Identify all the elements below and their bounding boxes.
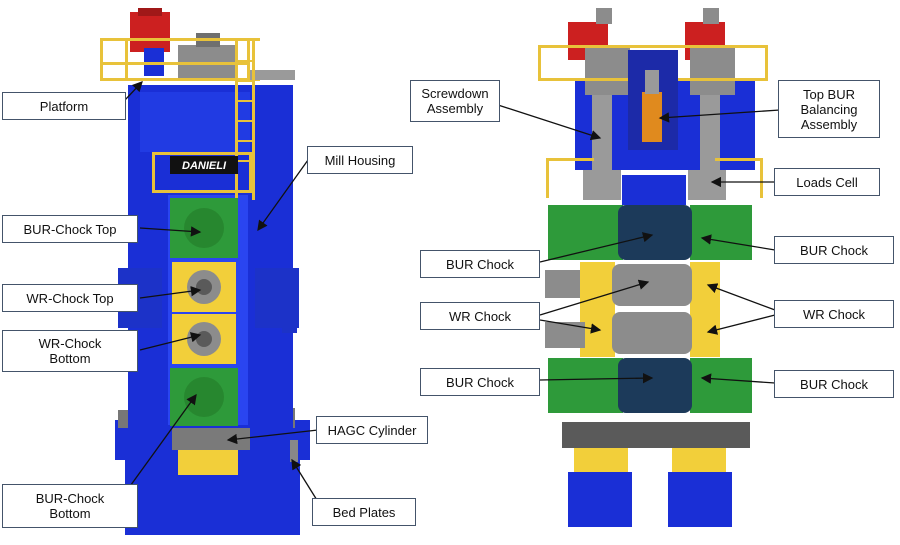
- right-bur-chock-bottom-left: [548, 358, 623, 413]
- top-work-roll: [612, 264, 692, 306]
- top-backup-roll: [618, 205, 692, 260]
- right-wr-chock-right: [690, 262, 720, 357]
- hagc-cylinder-gray: [172, 428, 250, 450]
- label-screwdown-assembly: Screwdown Assembly: [410, 80, 500, 122]
- label-bur-chock-right-bottom: BUR Chock: [774, 370, 894, 398]
- right-mill-front-view: [538, 8, 768, 527]
- top-platform-rail: [100, 38, 250, 41]
- label-platform: Platform: [2, 92, 126, 120]
- danieli-plate-text: DANIELI: [182, 160, 227, 172]
- label-bur-chock-left-top: BUR Chock: [420, 250, 540, 278]
- left-motor-red: [130, 12, 170, 52]
- balancing-cylinder-orange: [642, 92, 662, 142]
- label-bed-plates: Bed Plates: [312, 498, 416, 526]
- load-cell-left: [583, 170, 621, 200]
- label-wr-chock-right: WR Chock: [774, 300, 894, 328]
- label-mill-housing: Mill Housing: [307, 146, 413, 174]
- mid-platform-rail: [152, 152, 252, 155]
- right-wr-chock-left: [580, 262, 615, 357]
- label-wr-chock-bottom: WR-Chock Bottom: [2, 330, 138, 372]
- screwdown-left: [592, 95, 612, 170]
- load-cell-right: [688, 170, 726, 200]
- bottom-work-roll: [612, 312, 692, 354]
- label-bur-chock-top: BUR-Chock Top: [2, 215, 138, 243]
- danieli-plate: [170, 156, 238, 174]
- right-base-beam: [562, 422, 750, 448]
- leader-lines: [119, 81, 781, 506]
- label-bur-chock-bottom: BUR-Chock Bottom: [2, 484, 138, 528]
- label-hagc-cylinder: HAGC Cylinder: [316, 416, 428, 444]
- label-loads-cell: Loads Cell: [774, 168, 880, 196]
- label-bur-chock-right-top: BUR Chock: [774, 236, 894, 264]
- bottom-backup-roll: [618, 358, 692, 413]
- left-mill-side-view: DANIELI: [100, 8, 310, 535]
- right-bur-chock-top-left: [548, 205, 623, 260]
- right-bur-chock-top-right: [690, 205, 752, 260]
- label-bur-chock-left-bottom: BUR Chock: [420, 368, 540, 396]
- right-bur-chock-bottom-right: [690, 358, 752, 413]
- label-top-bur-balancing: Top BUR Balancing Assembly: [778, 80, 880, 138]
- label-wr-chock-left: WR Chock: [420, 302, 540, 330]
- label-wr-chock-top: WR-Chock Top: [2, 284, 138, 312]
